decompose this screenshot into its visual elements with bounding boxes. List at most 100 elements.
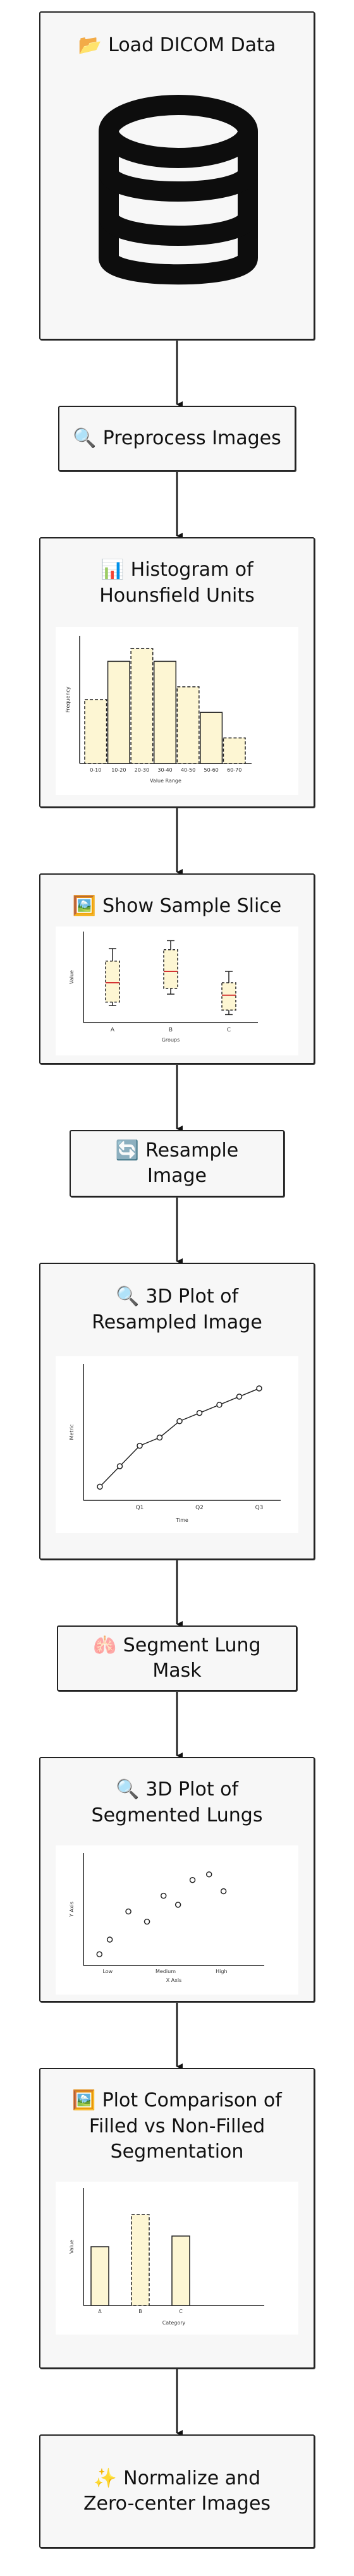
histogram-bar: [84, 699, 107, 764]
y-axis-label: Y Axis: [69, 1902, 75, 1917]
line-point: [137, 1442, 143, 1449]
node-resample[interactable]: 🔄Resample Image: [70, 1130, 284, 1197]
y-axis-label: Metric: [69, 1425, 75, 1440]
x-axis-label: Groups: [162, 1037, 180, 1043]
bar-chart-icon: 📊: [101, 559, 125, 581]
line-point: [176, 1418, 183, 1425]
x-tick-label: 20-30: [135, 767, 149, 773]
picture-icon: 🖼️: [72, 2089, 96, 2111]
x-tick-label: Medium: [156, 1969, 176, 1974]
database-icon: [99, 95, 258, 285]
line-point: [216, 1402, 223, 1408]
histogram-bar: [107, 660, 130, 764]
y-axis-label: Value: [69, 970, 75, 984]
line-point: [236, 1394, 243, 1400]
x-axis-label: Value Range: [150, 778, 181, 784]
magnifier-icon: 🔍: [115, 1778, 140, 1801]
node-resample-label: Resample Image: [145, 1139, 239, 1188]
scatter-point: [106, 1936, 113, 1943]
node-segment-title: 🫁 Segment Lung Mask: [58, 1633, 296, 1684]
x-tick-label: 10-20: [111, 767, 126, 773]
x-tick-label: 30-40: [157, 767, 172, 773]
scatter-point: [189, 1876, 196, 1883]
magnifier-icon: 🔍: [115, 1285, 140, 1308]
comparison-bar: [131, 2214, 150, 2306]
node-histogram-title: 📊Histogram of Hounsfield Units: [40, 557, 314, 609]
x-tick-label: B: [138, 2309, 142, 2314]
node-histogram-label: Histogram of Hounsfield Units: [99, 559, 255, 607]
x-axis-label: X Axis: [166, 1978, 182, 1983]
x-tick-label: B: [169, 1027, 173, 1033]
node-3d-plot-segmented[interactable]: 🔍3D Plot of Segmented Lungs X Axis Y Axis…: [39, 1757, 315, 2002]
node-comparison[interactable]: 🖼️Plot Comparison of Filled vs Non-Fille…: [39, 2068, 315, 2369]
x-tick-label: A: [98, 2309, 102, 2314]
scatter-point: [220, 1888, 227, 1895]
x-axis-label: Category: [162, 2320, 186, 2326]
node-preprocess-label: Preprocess Images: [102, 427, 281, 449]
folder-icon: 📂: [78, 34, 102, 56]
histogram-bar: [200, 712, 223, 764]
node-load-dicom-label: Load DICOM Data: [108, 34, 276, 56]
x-tick-label: Q1: [136, 1505, 144, 1511]
refresh-icon: 🔄: [115, 1139, 140, 1162]
histogram-chart: Value Range Frequency 0-10 10-20 20-30 30-40 4…: [65, 636, 252, 784]
line-point: [156, 1434, 163, 1441]
line-point: [196, 1410, 203, 1416]
node-normalize-label: Normalize and Zero-center Images: [83, 2467, 271, 2515]
x-tick-label: C: [227, 1027, 231, 1033]
node-plot3d-title: 🔍3D Plot of Resampled Image: [40, 1284, 314, 1335]
x-tick-label: 50-60: [204, 767, 219, 773]
scatter-point: [205, 1871, 212, 1878]
x-tick-label: High: [216, 1969, 227, 1974]
magnifier-icon: 🔍: [73, 427, 97, 449]
histogram-bar: [153, 660, 177, 764]
node-segplot-label: 3D Plot of Segmented Lungs: [91, 1778, 263, 1826]
node-segment-label: Segment Lung Mask: [123, 1634, 261, 1682]
node-load-dicom[interactable]: 📂 Load DICOM Data: [39, 11, 315, 340]
scatter-point: [125, 1908, 131, 1915]
comparison-bar: [171, 2235, 190, 2306]
line-series: [99, 1388, 260, 1487]
lungs-icon: 🫁: [93, 1634, 117, 1656]
node-segplot-title: 🔍3D Plot of Segmented Lungs: [40, 1777, 314, 1828]
node-resample-title: 🔄Resample Image: [71, 1138, 283, 1189]
node-normalize[interactable]: ✨Normalize and Zero-center Images: [39, 2434, 315, 2548]
box-body: [105, 961, 120, 1003]
line-point: [256, 1385, 262, 1392]
x-axis-label: Time: [175, 1517, 188, 1523]
node-preprocess-title: 🔍Preprocess Images: [60, 426, 293, 452]
histogram-panel: Value Range Frequency 0-10 10-20 20-30 30-40 4…: [56, 627, 298, 795]
x-tick-label: 60-70: [227, 767, 241, 773]
x-tick-label: Q2: [195, 1505, 204, 1511]
x-tick-label: Low: [102, 1969, 113, 1974]
line-point: [97, 1483, 103, 1490]
node-preprocess[interactable]: 🔍Preprocess Images: [58, 406, 296, 471]
y-axis-label: Frequency: [65, 686, 71, 713]
node-normalize-title: ✨Normalize and Zero-center Images: [40, 2466, 314, 2517]
scatter-point: [160, 1892, 167, 1899]
node-compare-label: Plot Comparison of Filled vs Non-Filled …: [88, 2089, 282, 2163]
scatter-point: [174, 1902, 181, 1908]
x-tick-label: 0-10: [90, 767, 101, 773]
x-tick-label: A: [111, 1027, 115, 1033]
x-tick-label: 40-50: [181, 767, 195, 773]
histogram-bar: [176, 686, 200, 764]
node-segment-lung[interactable]: 🫁 Segment Lung Mask: [57, 1625, 297, 1691]
histogram-bar: [223, 737, 246, 764]
node-histogram[interactable]: 📊Histogram of Hounsfield Units Value Ran…: [39, 537, 315, 808]
comparison-bar: [90, 2246, 109, 2306]
x-tick-label: C: [179, 2309, 183, 2314]
node-sample-label: Show Sample Slice: [102, 895, 282, 917]
line-point: [116, 1463, 123, 1469]
node-sample-title: 🖼️Show Sample Slice: [40, 894, 314, 920]
